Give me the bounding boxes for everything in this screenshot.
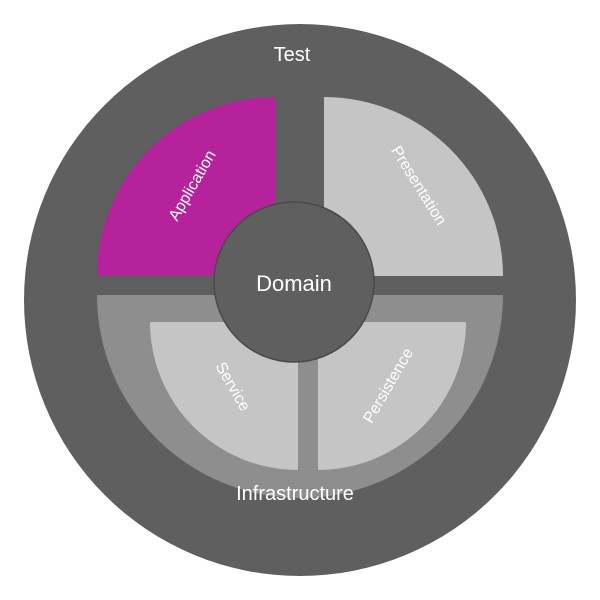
domain-circle[interactable] (213, 201, 375, 363)
persistence-segment[interactable] (318, 322, 466, 470)
domain-label: Domain (256, 271, 332, 296)
infrastructure-label: Infrastructure (236, 483, 354, 505)
test-label: Test (274, 44, 311, 66)
presentation-segment[interactable] (324, 97, 503, 276)
service-segment[interactable] (150, 322, 298, 470)
